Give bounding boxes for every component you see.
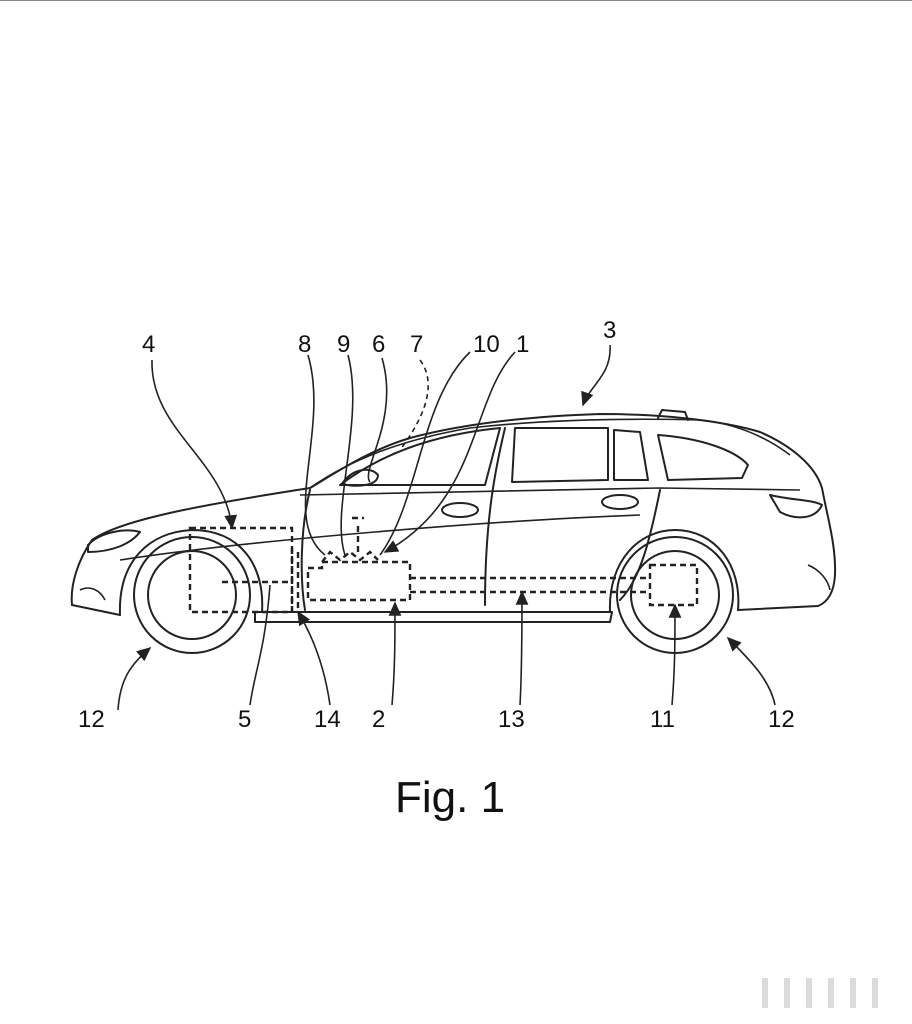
label-14: 14 [314,706,341,733]
label-3: 3 [603,317,616,344]
figure-caption: Fig. 1 [395,773,505,822]
label-10: 10 [473,331,500,358]
label-7: 7 [410,331,423,358]
label-6: 6 [372,331,385,358]
label-2: 2 [372,706,385,733]
label-4: 4 [142,331,155,358]
label-11: 11 [650,706,675,733]
top-border [0,0,912,1]
label-5: 5 [238,706,251,733]
leader-lines [117,344,776,711]
label-1: 1 [516,331,529,358]
reference-labels: 4 8 9 6 7 10 1 3 12 5 14 2 13 11 12 [78,317,795,733]
label-8: 8 [298,331,311,358]
label-12-rear: 12 [768,706,795,733]
watermark [752,978,892,1008]
label-12-front: 12 [78,706,105,733]
label-9: 9 [337,331,350,358]
wheels [133,536,734,654]
label-13: 13 [498,706,525,733]
